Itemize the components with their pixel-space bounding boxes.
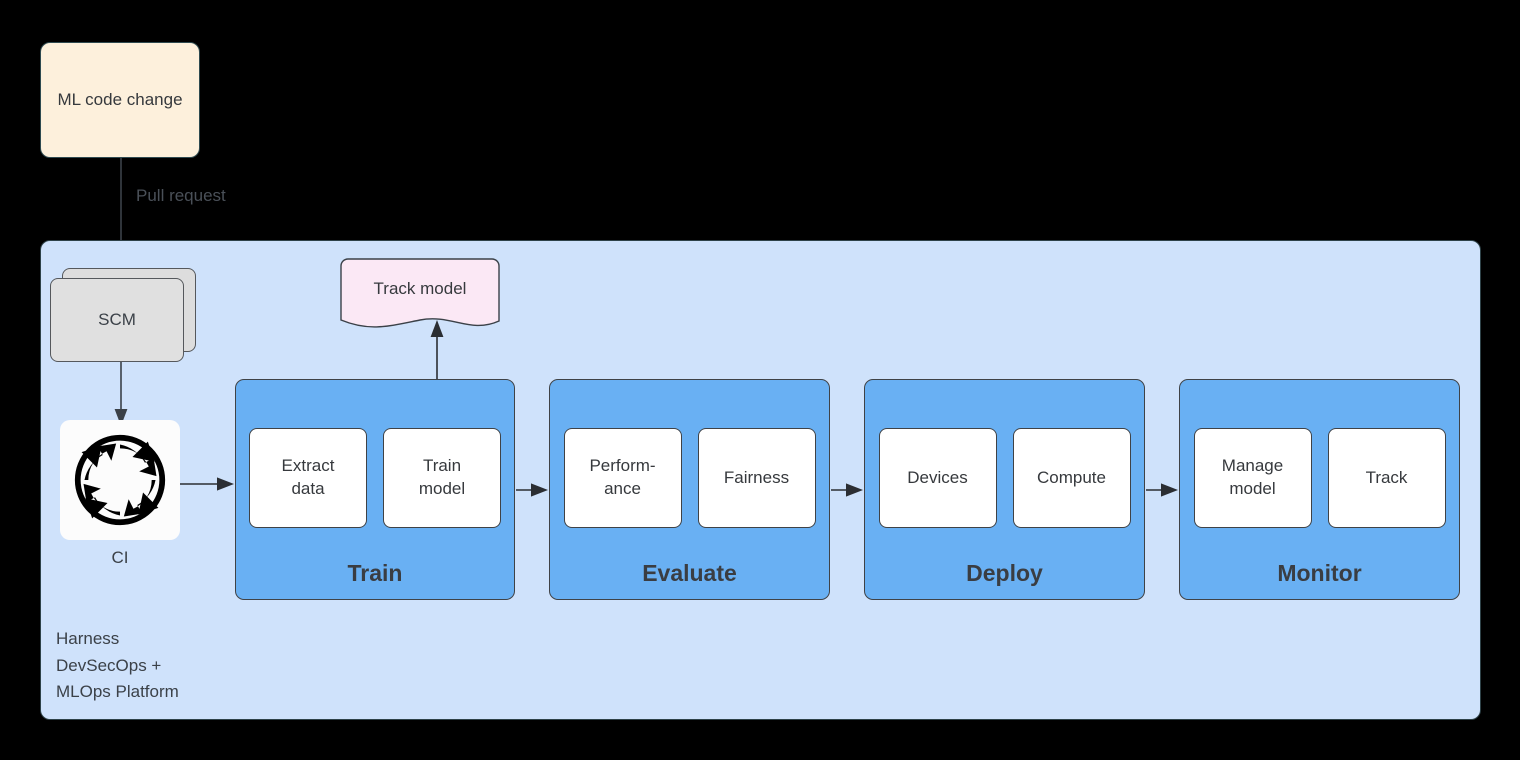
track-model-document[interactable]: Track model bbox=[340, 258, 500, 336]
stage-evaluate[interactable]: Perform- ance Fairness Evaluate bbox=[549, 379, 830, 600]
stage-monitor-sub-0[interactable]: Manage model bbox=[1193, 428, 1312, 528]
scm-sheet-front bbox=[50, 278, 184, 362]
stage-monitor-subs: Manage model Track bbox=[1180, 428, 1459, 528]
stage-train-title: Train bbox=[347, 560, 403, 586]
stage-deploy-sub-1[interactable]: Compute bbox=[1012, 428, 1131, 528]
stage-evaluate-subs: Perform- ance Fairness bbox=[550, 428, 829, 528]
stage-deploy[interactable]: Devices Compute Deploy bbox=[864, 379, 1145, 600]
scm-to-ci-connector bbox=[112, 362, 142, 430]
stage-train-subs: Extract data Train model bbox=[236, 428, 514, 528]
ml-code-change-node[interactable]: ML code change bbox=[40, 42, 200, 158]
ml-code-change-label: ML code change bbox=[57, 89, 183, 109]
scm-label: SCM bbox=[98, 310, 136, 329]
pull-request-label: Pull request bbox=[136, 186, 226, 205]
evaluate-to-deploy-connector bbox=[831, 478, 865, 502]
platform-caption: Harness DevSecOps + MLOps Platform bbox=[56, 629, 179, 702]
train-to-track-model-connector bbox=[425, 318, 449, 382]
ci-node[interactable] bbox=[60, 420, 180, 540]
stage-evaluate-sub-0[interactable]: Perform- ance bbox=[563, 428, 682, 528]
stage-monitor[interactable]: Manage model Track Monitor bbox=[1179, 379, 1460, 600]
ci-to-train-connector bbox=[180, 472, 238, 496]
stage-deploy-title: Deploy bbox=[966, 560, 1043, 586]
ci-circular-arrows-icon bbox=[60, 420, 180, 540]
stage-train[interactable]: Extract data Train model Train bbox=[235, 379, 515, 600]
stage-train-sub-0[interactable]: Extract data bbox=[249, 428, 367, 528]
stage-monitor-title: Monitor bbox=[1277, 560, 1362, 586]
ci-label: CI bbox=[111, 548, 129, 567]
stage-deploy-sub-0[interactable]: Devices bbox=[878, 428, 997, 528]
track-model-label: Track model bbox=[373, 279, 467, 298]
stage-evaluate-sub-1[interactable]: Fairness bbox=[697, 428, 816, 528]
scm-node[interactable]: SCM bbox=[50, 268, 198, 364]
train-to-evaluate-connector bbox=[516, 478, 550, 502]
stage-evaluate-title: Evaluate bbox=[642, 560, 737, 586]
stage-monitor-sub-1[interactable]: Track bbox=[1327, 428, 1446, 528]
stage-train-sub-1[interactable]: Train model bbox=[383, 428, 501, 528]
stage-deploy-subs: Devices Compute bbox=[865, 428, 1144, 528]
deploy-to-monitor-connector bbox=[1146, 478, 1180, 502]
